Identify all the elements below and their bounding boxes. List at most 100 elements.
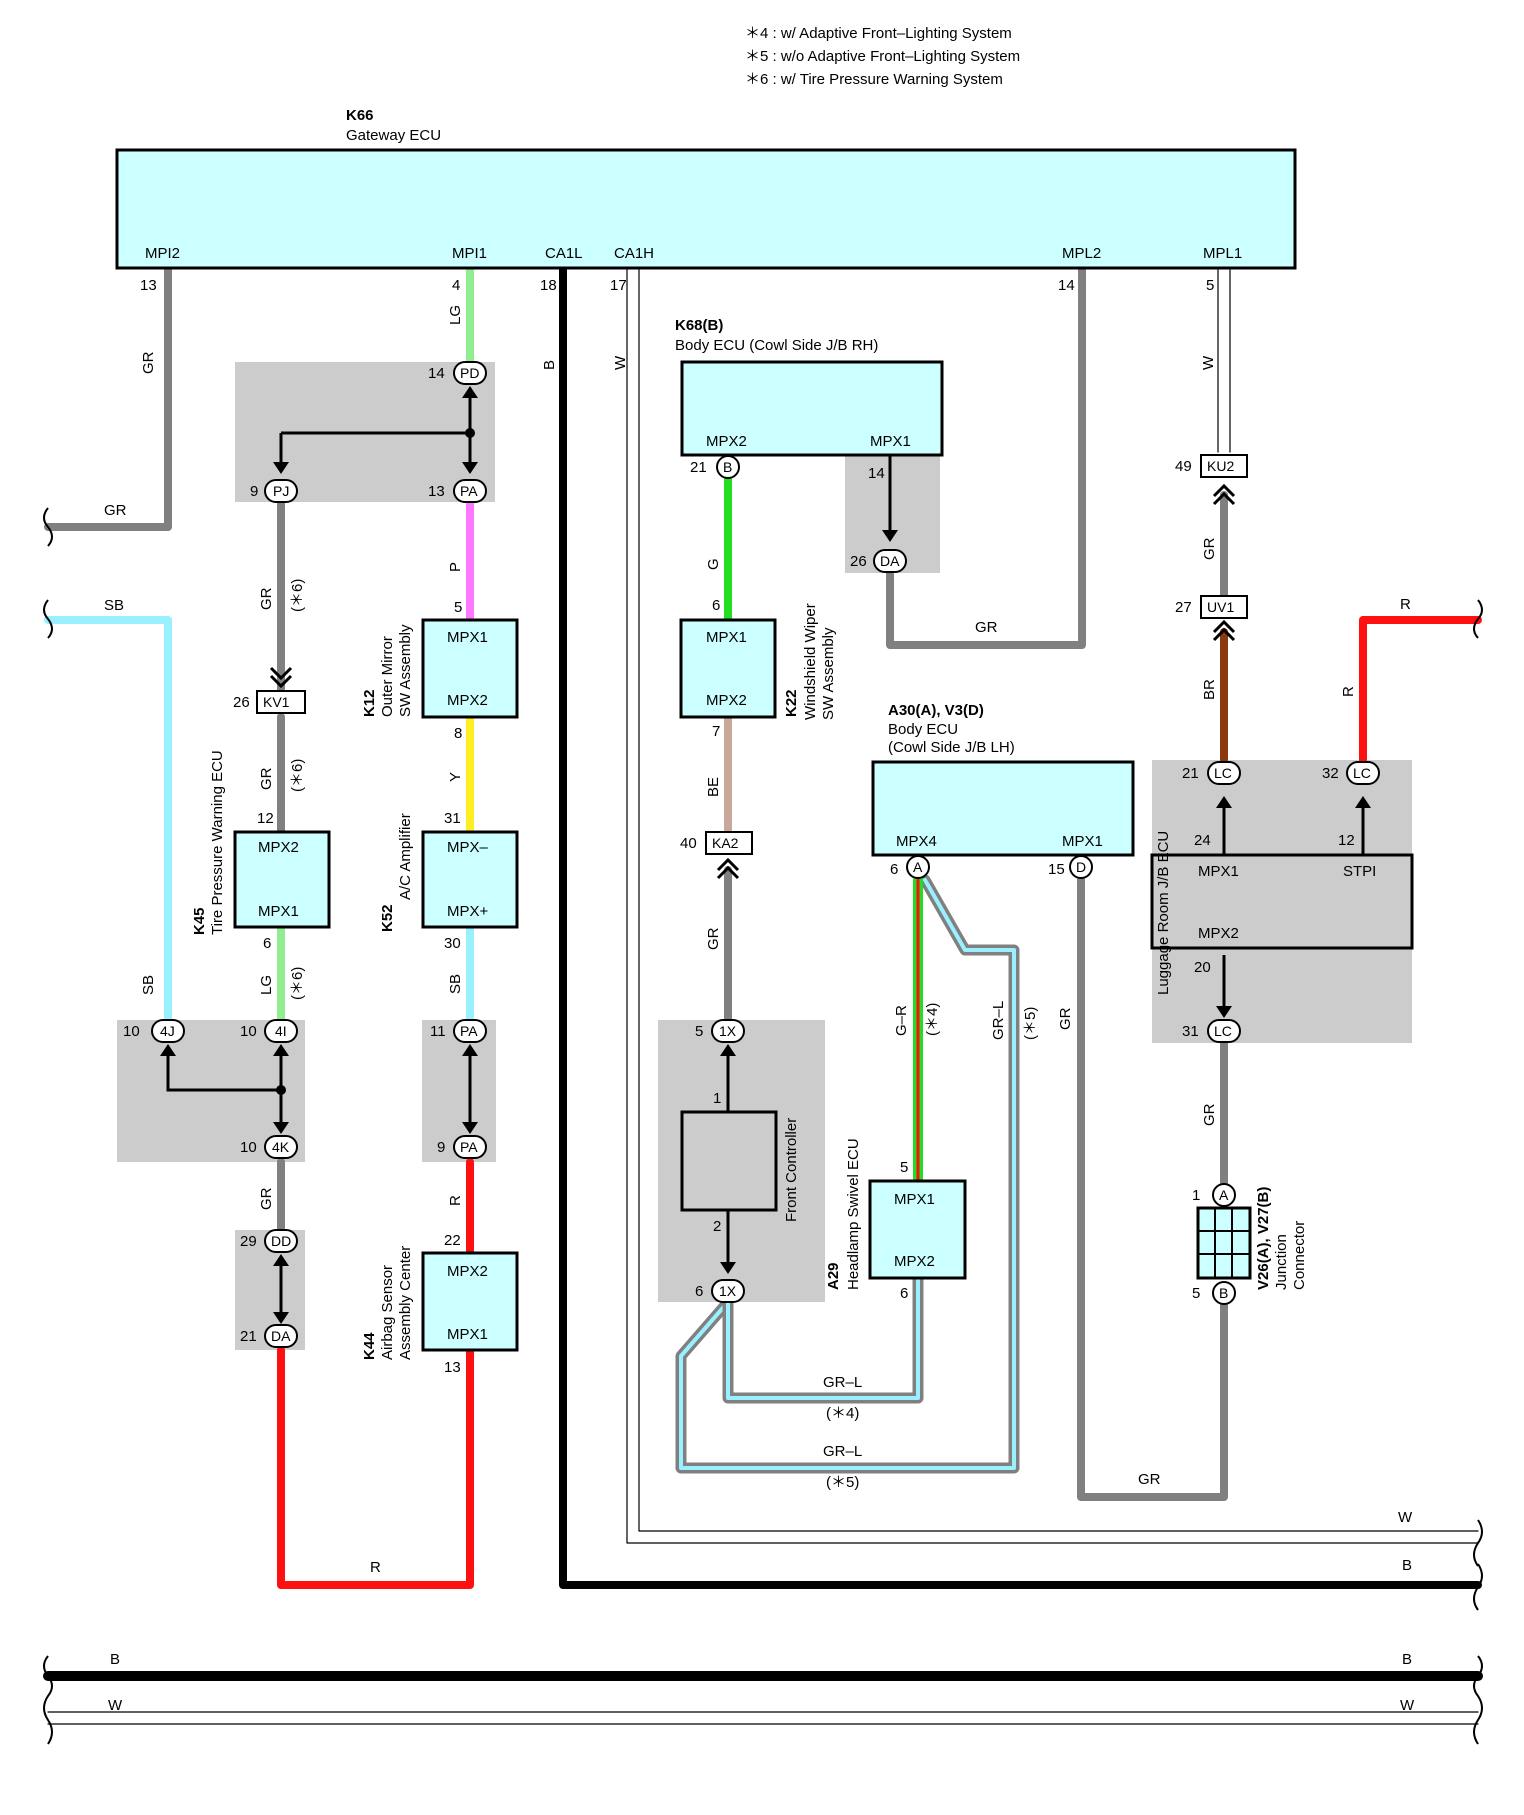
k66-pin-mpl2: MPL2	[1062, 245, 1101, 262]
label-br: BR	[1201, 679, 1218, 700]
label-gr-r: G–R	[893, 1005, 910, 1036]
label-b-bottom-left: B	[110, 1651, 120, 1668]
k12-name1: Outer Mirror	[379, 636, 396, 717]
a29-num-mpx1: 5	[900, 1159, 908, 1176]
label-r-bottom: R	[370, 1559, 381, 1576]
connector-da-left	[264, 1324, 298, 1348]
k68-code: K68(B)	[675, 317, 723, 334]
label-gr-ku2: GR	[1201, 537, 1218, 560]
k52-box	[421, 830, 519, 929]
lr-box	[1150, 853, 1414, 950]
label-gr-mpi2: GR	[140, 351, 157, 374]
label-n5: (＊5)	[826, 1474, 859, 1491]
connector-pa-9-pin: 9	[437, 1139, 445, 1156]
wire-gr-mpi2	[44, 266, 172, 531]
k66-gateway-ecu: K66 Gateway ECU MPI2 MPI1 CA1L CA1H MPL2…	[115, 107, 1297, 294]
k22-num-mpx1: 6	[712, 597, 720, 614]
wire-sb-left	[44, 616, 172, 1024]
k45-code: K45	[191, 907, 208, 935]
connector-a30-d	[1069, 855, 1093, 879]
lr-pin-mpx1: MPX1	[1198, 863, 1239, 880]
k52-pin-a: MPX–	[447, 839, 489, 856]
label-b-ca1l-right: B	[1402, 1557, 1412, 1574]
connector-kv1-pin: 26	[233, 694, 250, 711]
k68-box	[680, 360, 944, 457]
a30-num-mpx4: 6	[890, 861, 898, 878]
junction-lines	[166, 390, 1365, 1322]
connector-pa-11-id: PA	[460, 1023, 478, 1039]
label-sb-left: SB	[104, 597, 124, 614]
connector-da-left-id: DA	[271, 1328, 291, 1344]
connector-pa-top	[453, 479, 487, 503]
connectors: PD 14 PJ 9 PA 13 KV1 26 4J 10 4I 10 4K 1…	[123, 361, 1380, 1348]
label-gr-lc31: GR	[1201, 1103, 1218, 1126]
k22-pin-mpx1: MPX1	[706, 629, 747, 646]
lr-pin-mpx2: MPX2	[1198, 925, 1239, 942]
connector-lc31	[1207, 1019, 1241, 1043]
front-controller-name: Front Controller	[783, 1118, 800, 1222]
a30-pin-mpx1: MPX1	[1062, 833, 1103, 850]
k22-code: K22	[783, 689, 800, 717]
label-lg-k45: LG	[258, 975, 275, 995]
lr-num-stpi: 12	[1338, 832, 1355, 849]
label-gr-ka2: GR	[705, 927, 722, 950]
connector-lc21-id: LC	[1214, 765, 1232, 781]
connector-4i-pin: 10	[240, 1023, 257, 1040]
k66-box	[115, 148, 1297, 270]
a30-pin-mpx4: MPX4	[896, 833, 937, 850]
k22-wiper-sw: MPX1 MPX2 6 7 K22 Windshield Wiper SW As…	[679, 597, 837, 740]
label-r-mid: R	[447, 1195, 464, 1206]
label-w-mpl1: W	[1200, 355, 1217, 370]
v26-body	[1196, 1206, 1252, 1280]
connector-uv1-pin: 27	[1175, 599, 1192, 616]
v26-name2: Connector	[1291, 1221, 1308, 1290]
connector-pj-id: PJ	[273, 483, 289, 499]
connector-k68-b-id: B	[723, 459, 732, 475]
a30-name2: (Cowl Side J/B LH)	[888, 739, 1015, 756]
label-sb-mid: SB	[447, 974, 464, 994]
connector-pd-id: PD	[460, 365, 479, 381]
connector-1x-bottom-pin: 6	[695, 1283, 703, 1300]
label-n4-vert: (＊4)	[924, 1003, 941, 1036]
label-n5-vert: (＊5)	[1022, 1007, 1039, 1040]
connector-pa-top-id: PA	[460, 483, 478, 499]
wire-r-right	[1359, 616, 1482, 764]
v26-num-a: 1	[1192, 1187, 1200, 1204]
k68-pin-mpx1: MPX1	[870, 433, 911, 450]
notes: ＊4 : w/ Adaptive Front–Lighting System ＊…	[745, 25, 1020, 88]
k44-pin-mpx1: MPX1	[447, 1326, 488, 1343]
k66-pin-ca1h: CA1H	[614, 245, 654, 262]
label-n6-kv1: (＊6)	[289, 759, 306, 792]
note-5: ＊5 : w/o Adaptive Front–Lighting System	[745, 48, 1020, 65]
label-gr-kv1: GR	[258, 767, 275, 790]
k44-name2: Assembly Center	[397, 1246, 414, 1360]
a29-name: Headlamp Swivel ECU	[845, 1138, 862, 1290]
connector-ka2	[705, 831, 753, 855]
label-b-ca1l: B	[541, 360, 558, 370]
label-be: BE	[705, 777, 722, 797]
front-controller: 1 2 Front Controller	[680, 1090, 800, 1235]
label-w-ca1h-right: W	[1398, 1509, 1413, 1526]
connector-junction-b	[1212, 1281, 1236, 1305]
k12-num-mpx2: 8	[454, 725, 462, 742]
k66-num-mpl1: 5	[1206, 277, 1214, 294]
label-gr-bottom: GR	[1138, 1471, 1161, 1488]
connector-pd	[453, 361, 487, 385]
connector-1x-top	[711, 1019, 745, 1043]
k52-num-a: 31	[444, 810, 461, 827]
connector-4j	[151, 1019, 185, 1043]
connector-lc31-id: LC	[1214, 1023, 1232, 1039]
wire-labels: GR GR LG B W W SB GR (＊6) GR (＊6) SB LG …	[104, 305, 1415, 1714]
label-gr-mpl2: GR	[975, 619, 998, 636]
a29-headlamp-swivel-ecu: MPX1 MPX2 5 6 A29 Headlamp Swivel ECU	[825, 1138, 967, 1302]
label-b-bottom-right: B	[1402, 1651, 1412, 1668]
connector-a30-d-id: D	[1076, 859, 1086, 875]
label-lg-mpi1: LG	[447, 305, 464, 325]
lr-pin-stpi: STPI	[1343, 863, 1376, 880]
lr-num-mpx2: 20	[1194, 959, 1211, 976]
k22-name2: SW Assembly	[820, 627, 837, 720]
connector-da-k68-id: DA	[880, 553, 900, 569]
k45-box	[233, 830, 331, 929]
